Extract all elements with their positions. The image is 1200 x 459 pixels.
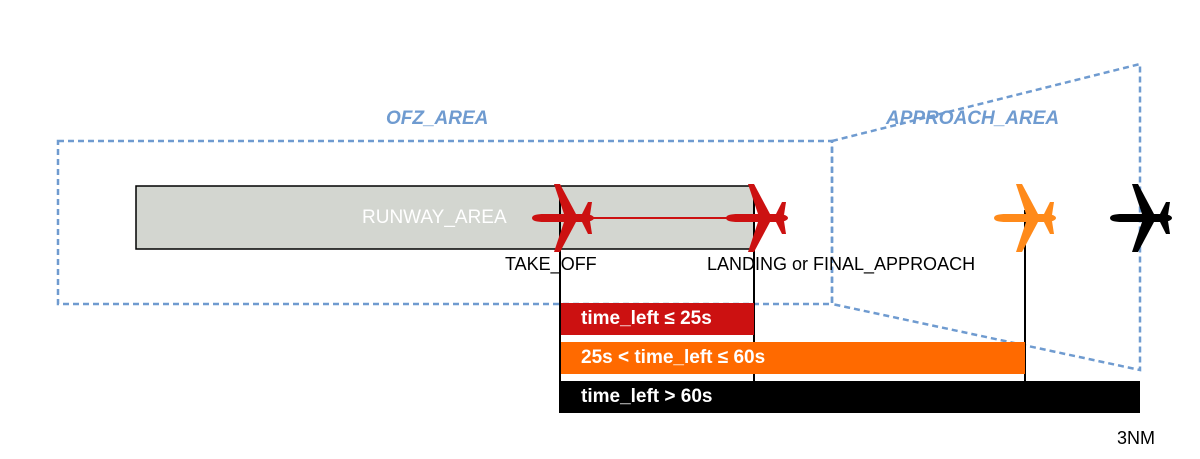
airplane-icon <box>1110 184 1172 252</box>
ofz-area-outline <box>56 139 834 306</box>
time-bar-short: time_left ≤ 25s <box>561 303 754 335</box>
approach-area-label: APPROACH_AREA <box>886 108 1060 129</box>
runway-area-label: RUNWAY_AREA <box>362 207 507 228</box>
time-bar-long: time_left > 60s <box>561 381 1140 413</box>
time-bar-medium: 25s < time_left ≤ 60s <box>561 342 1025 374</box>
ofz-area-label: OFZ_AREA <box>386 108 489 129</box>
landing-label: LANDING or FINAL_APPROACH <box>707 254 976 274</box>
airplane-icon <box>994 184 1056 252</box>
distance-label: 3NM <box>1117 428 1156 448</box>
take-off-label: TAKE_OFF <box>505 254 597 274</box>
approach-area-outline <box>830 62 1142 372</box>
